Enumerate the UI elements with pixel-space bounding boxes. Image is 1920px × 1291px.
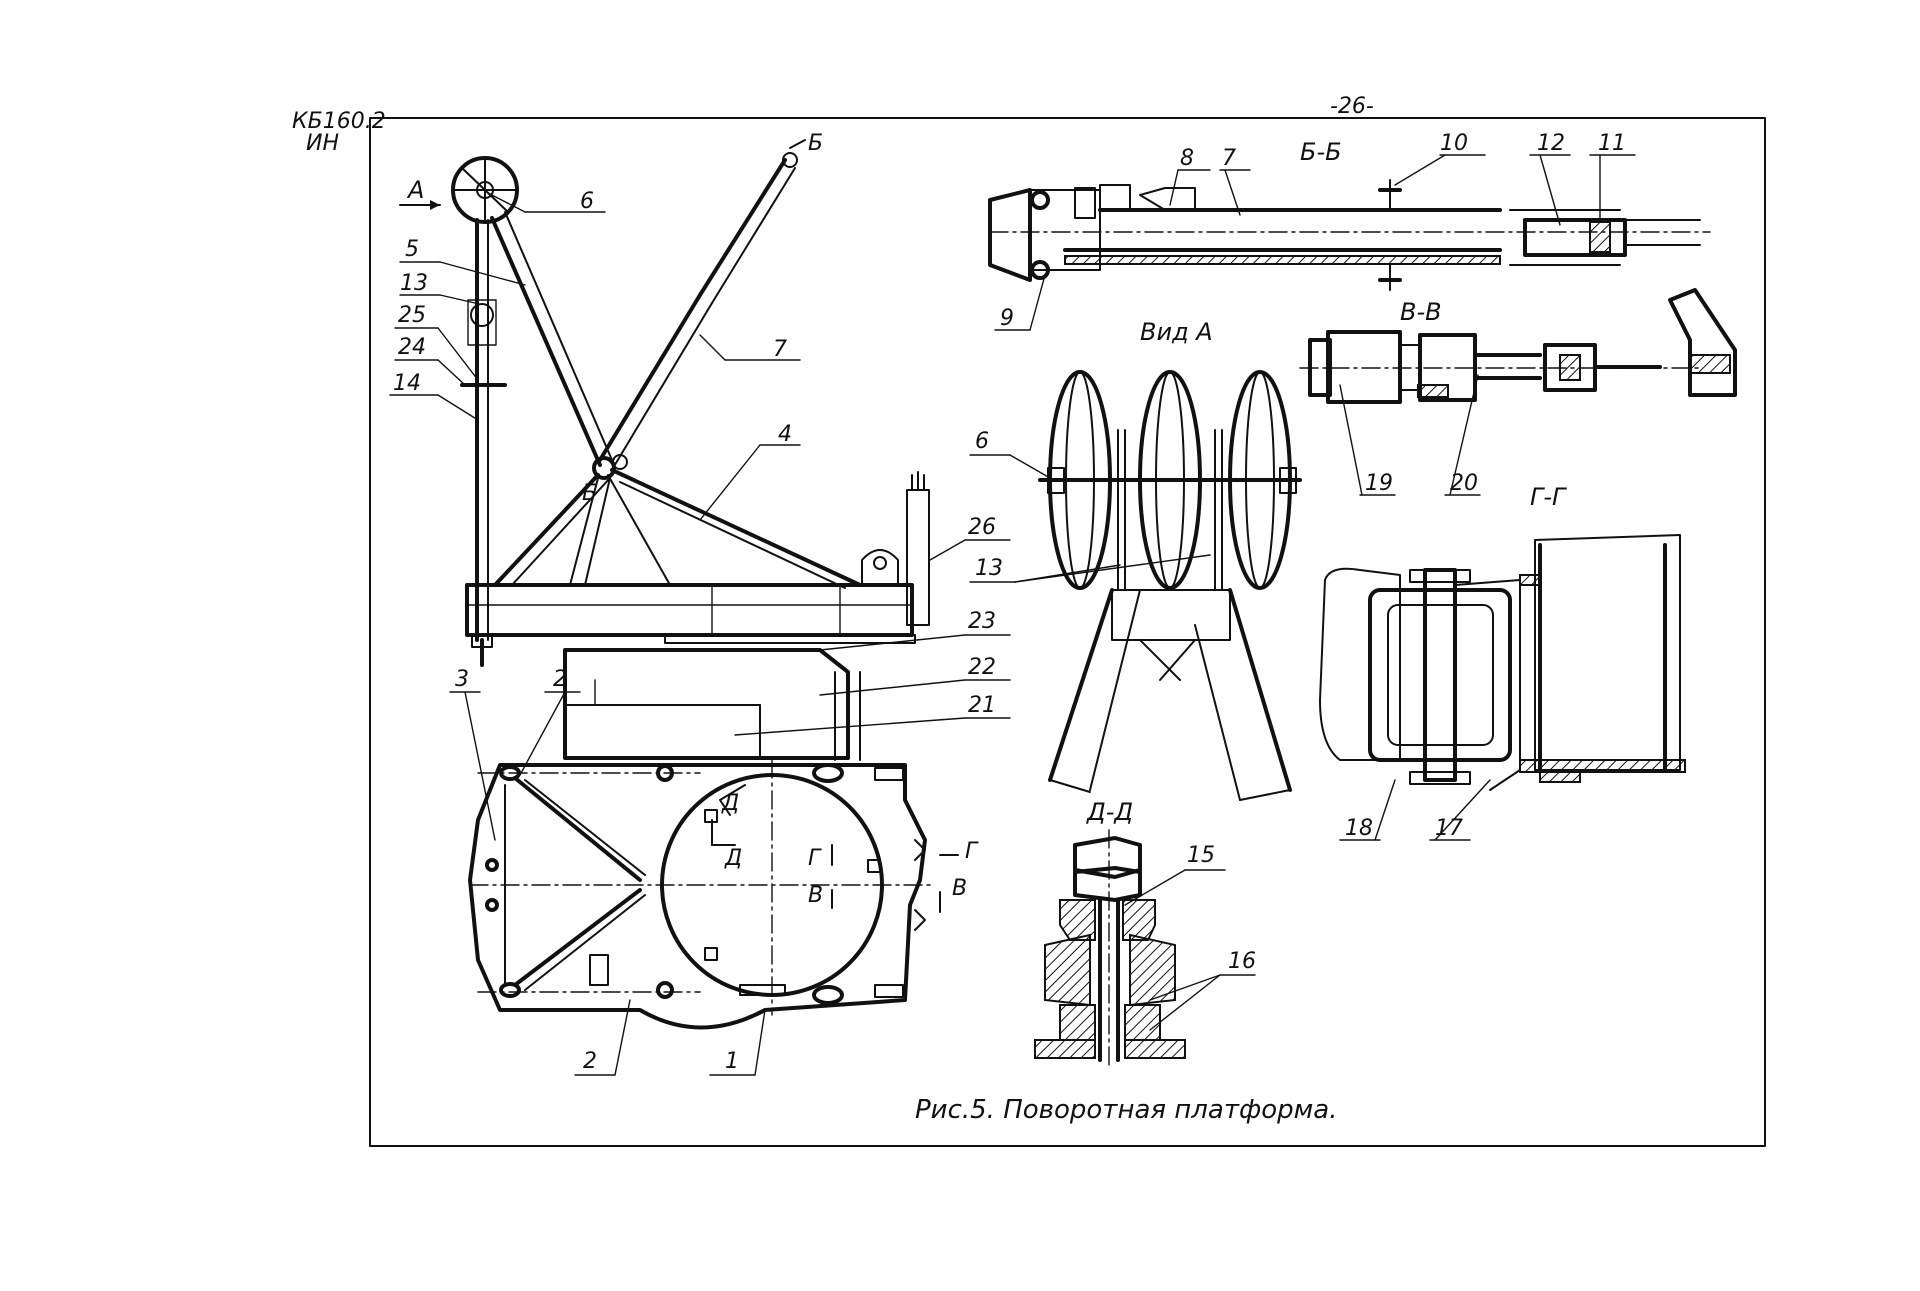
callout-22: 22 bbox=[968, 655, 996, 680]
callout-16: 16 bbox=[1228, 949, 1256, 974]
callout-4: 4 bbox=[778, 422, 792, 447]
g-left-label: Г bbox=[808, 846, 822, 871]
arrow-a-label: А bbox=[406, 176, 424, 204]
callout-13a: 13 bbox=[400, 271, 428, 296]
callout-24: 24 bbox=[398, 335, 426, 360]
page-number: -26- bbox=[1330, 94, 1374, 119]
callout-15: 15 bbox=[1187, 843, 1215, 868]
callout-18: 18 bbox=[1345, 816, 1373, 841]
callout-7a: 7 bbox=[773, 337, 787, 362]
section-gg-title: Г-Г bbox=[1530, 483, 1567, 511]
head-sheave bbox=[451, 156, 519, 224]
section-bb-drawing bbox=[988, 179, 1711, 291]
platform-plan bbox=[468, 763, 927, 1030]
callout-1: 1 bbox=[725, 1049, 739, 1074]
d-lower-label: Д bbox=[724, 846, 742, 871]
gg-bolt-18 bbox=[1423, 568, 1457, 782]
d-upper-label: Д bbox=[721, 791, 739, 816]
arrow-b-top-label: Б bbox=[808, 131, 823, 156]
callout-6a: 6 bbox=[580, 189, 594, 214]
brace-4 bbox=[610, 468, 862, 587]
callout-25: 25 bbox=[398, 303, 426, 328]
callouts: 6 5 13 25 24 14 7 4 26 23 22 21 3 2 2 1 bbox=[389, 131, 1636, 1076]
callout-21: 21 bbox=[968, 693, 996, 718]
callout-8: 8 bbox=[1180, 146, 1194, 171]
callout-5: 5 bbox=[405, 237, 419, 262]
view-a-drawing bbox=[1038, 370, 1302, 801]
drawing-frame bbox=[369, 117, 1766, 1147]
callout-14: 14 bbox=[393, 371, 421, 396]
figure-caption: Рис.5. Поворотная платформа. bbox=[915, 1095, 1337, 1125]
callout-2b: 2 bbox=[583, 1049, 597, 1074]
callout-10: 10 bbox=[1440, 131, 1468, 156]
callout-7b: 7 bbox=[1222, 146, 1236, 171]
section-markers: А Б Б Д Д Г Г В В bbox=[399, 131, 979, 913]
v-left-label: В bbox=[808, 883, 823, 908]
view-a-title: Вид А bbox=[1140, 318, 1213, 346]
block-13 bbox=[470, 303, 494, 327]
main-frame-beam bbox=[465, 583, 914, 637]
section-gg-drawing bbox=[1319, 534, 1686, 791]
callout-2a: 2 bbox=[553, 667, 567, 692]
doc-code-line2: ИН bbox=[306, 131, 339, 156]
callout-13b: 13 bbox=[975, 556, 1003, 581]
callout-20: 20 bbox=[1450, 471, 1478, 496]
callout-26: 26 bbox=[968, 515, 996, 540]
callout-12: 12 bbox=[1537, 131, 1565, 156]
strut-5 bbox=[490, 216, 602, 467]
section-dd-drawing bbox=[1034, 829, 1186, 1066]
section-bb-title: Б-Б bbox=[1300, 138, 1342, 166]
callout-11: 11 bbox=[1598, 131, 1626, 156]
v-right-label: В bbox=[952, 876, 967, 901]
section-vv-title: В-В bbox=[1400, 298, 1442, 326]
section-dd-title: Д-Д bbox=[1086, 798, 1133, 826]
callout-6b: 6 bbox=[975, 429, 989, 454]
boom-7 bbox=[598, 293, 702, 462]
callout-19: 19 bbox=[1365, 471, 1393, 496]
callout-3: 3 bbox=[455, 667, 469, 692]
bb-hatched-plate bbox=[1064, 255, 1501, 265]
callout-9: 9 bbox=[1000, 306, 1014, 331]
section-vv-drawing bbox=[1299, 288, 1737, 404]
callout-17: 17 bbox=[1435, 816, 1463, 841]
callout-23: 23 bbox=[968, 609, 996, 634]
g-right-label: Г bbox=[965, 839, 979, 864]
side-elevation bbox=[451, 152, 936, 1030]
arrow-b-joint-label: Б bbox=[582, 481, 597, 506]
boom-joint bbox=[592, 456, 616, 480]
